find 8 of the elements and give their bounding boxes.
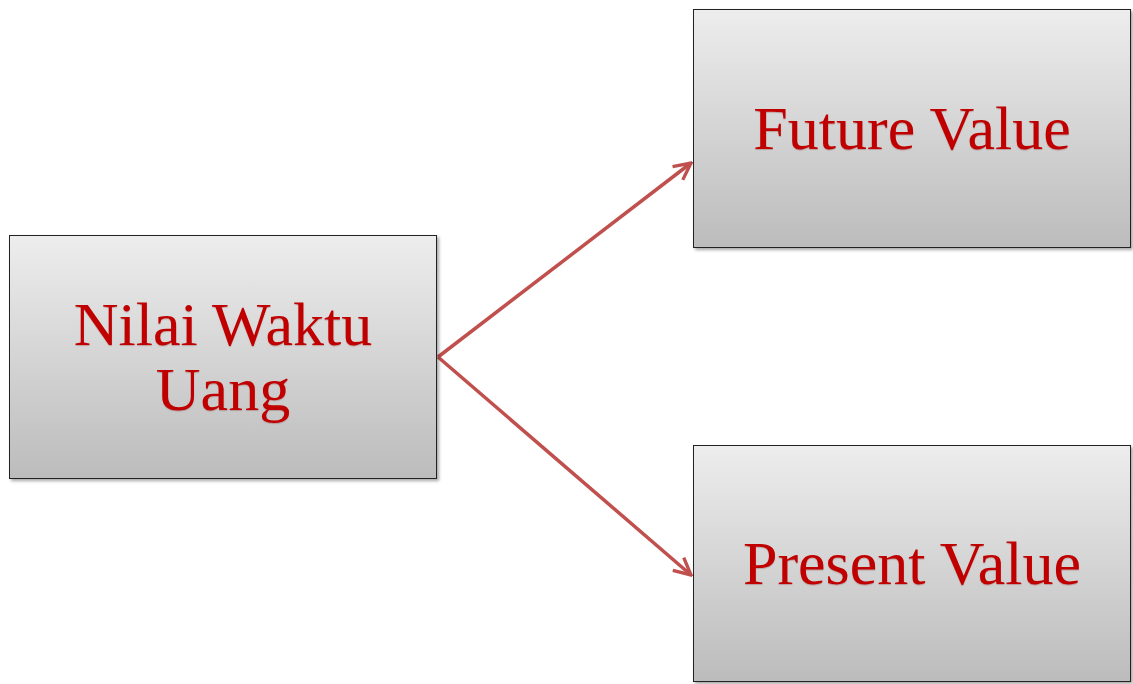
arrow: [436, 161, 693, 359]
box-label: Future Value: [753, 95, 1071, 162]
process-box: [9, 235, 437, 479]
box-label: Present Value: [742, 530, 1082, 597]
process-box: [693, 445, 1131, 682]
arrow: [436, 355, 693, 577]
box-label: Nilai Waktu Uang: [72, 291, 374, 423]
process-box: [693, 9, 1131, 248]
